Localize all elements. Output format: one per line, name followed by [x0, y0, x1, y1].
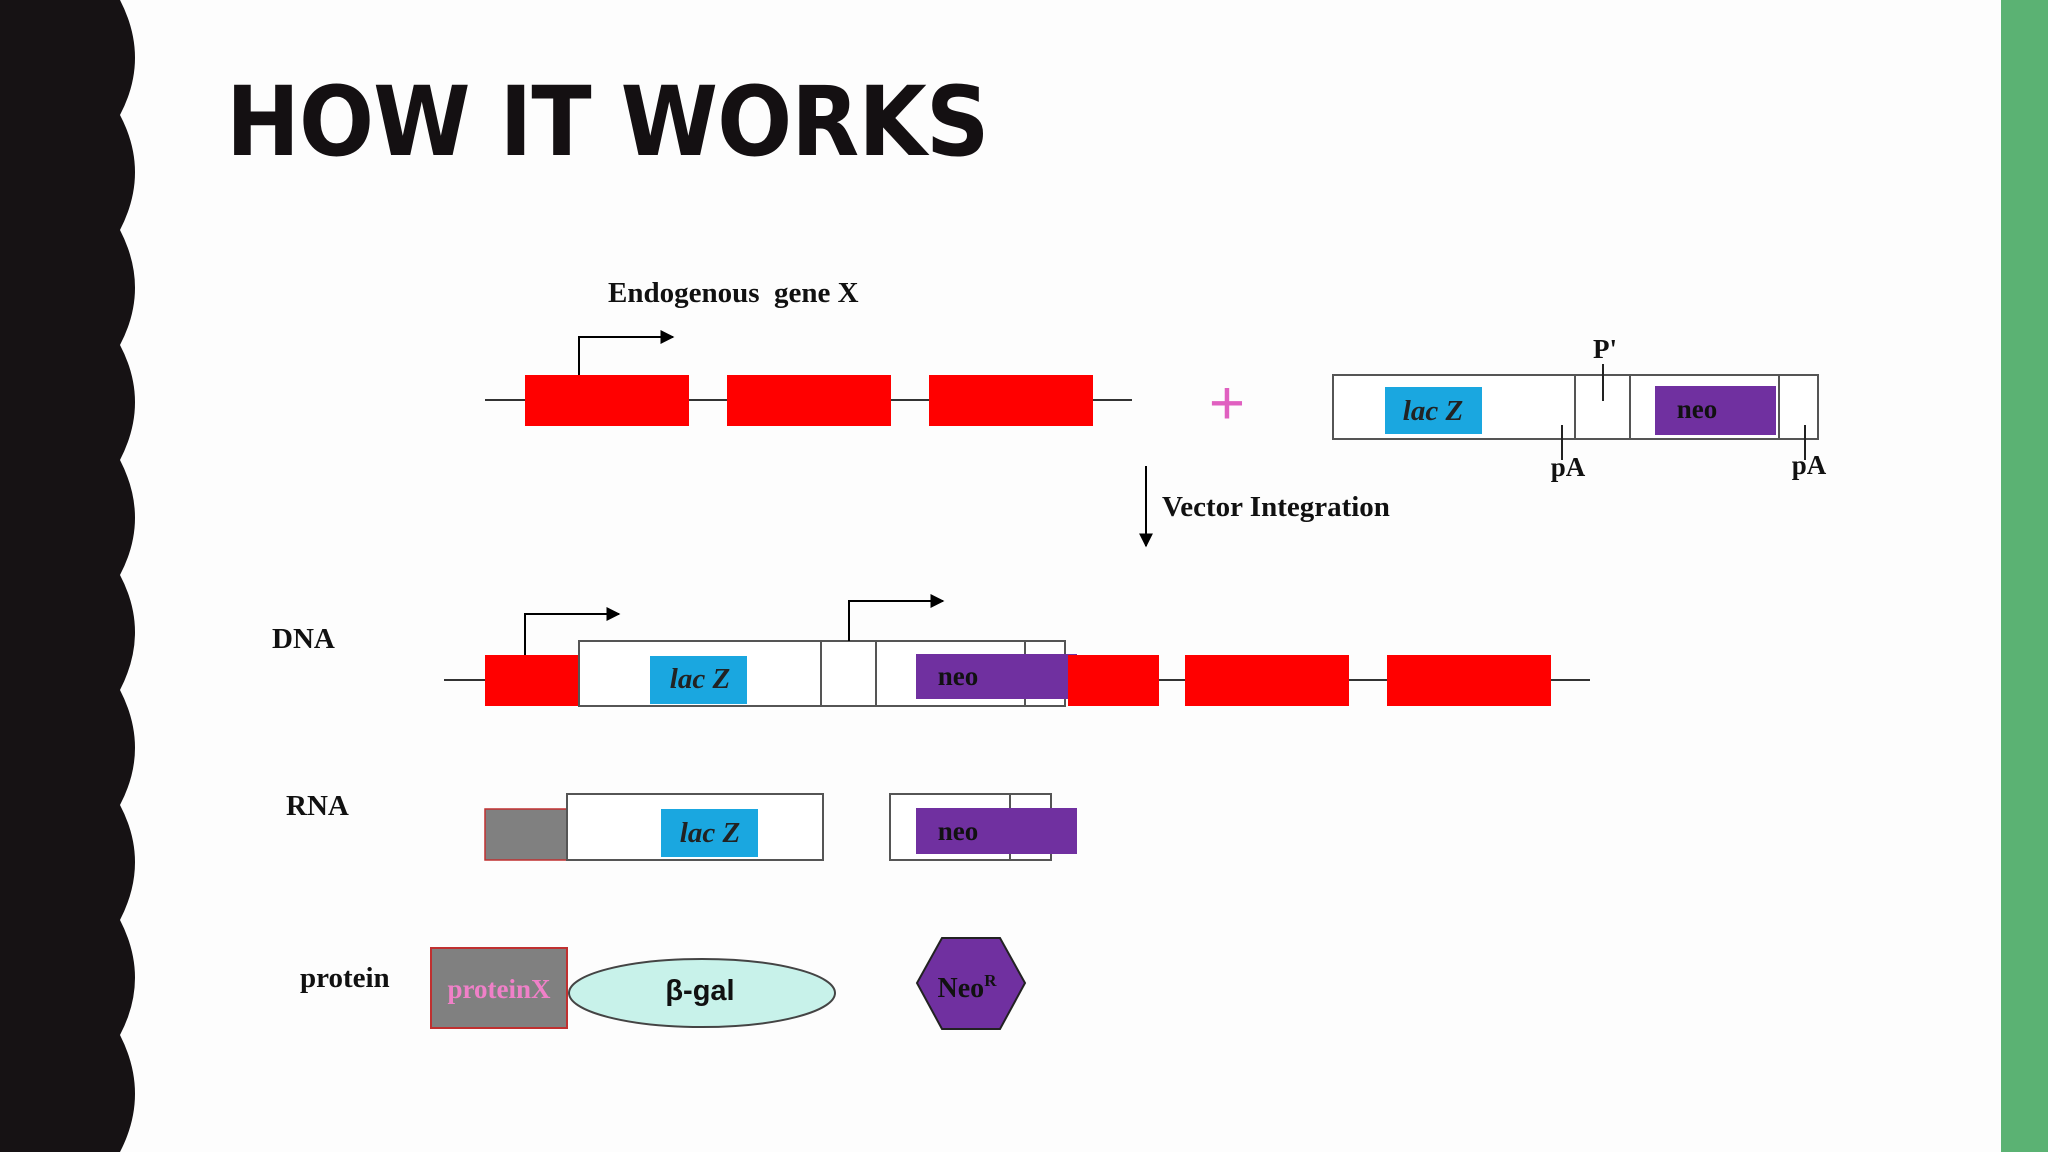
- slide-title: HOW IT WORKS: [226, 66, 989, 178]
- pa-label-2: pA: [1792, 450, 1827, 480]
- rna-gray-segment: [484, 808, 568, 861]
- vector-lacz-label: lac Z: [1403, 395, 1463, 427]
- plus-sign: +: [1209, 369, 1245, 438]
- beta-gal-ellipse: [568, 958, 836, 1028]
- rna-lacz-box: [661, 809, 758, 857]
- protein-products: proteinX β-gal NeoR: [430, 937, 1027, 1030]
- exon-3: [929, 375, 1093, 426]
- rna-lacz-label: lac Z: [680, 817, 740, 849]
- vector-neo-box: [1655, 386, 1776, 435]
- beta-gal-label: β-gal: [665, 975, 734, 1007]
- neo-r-label: NeoR: [938, 971, 998, 1004]
- endogenous-gene: Endogenous gene X: [485, 277, 1132, 426]
- row-label-dna: DNA: [272, 623, 335, 655]
- dna-neo-label: neo: [938, 661, 979, 691]
- exon-1: [525, 375, 689, 426]
- integration-label: Vector Integration: [1162, 491, 1390, 523]
- dna-exon-1: [485, 655, 579, 706]
- row-label-rna: RNA: [286, 790, 349, 822]
- dna-transcription-arrow-1: [524, 607, 621, 655]
- dna-transcription-arrow-2: [848, 594, 945, 641]
- neo-r-hexagon: [915, 937, 1027, 1030]
- rna-neo-label: neo: [938, 816, 979, 846]
- dna-exon-2: [1068, 655, 1159, 706]
- row-label-protein: protein: [300, 962, 390, 994]
- dna-construct: lac Z neo: [444, 594, 1590, 707]
- rna-neo-box: [916, 808, 1077, 854]
- wavy-left-band: [0, 0, 135, 1152]
- promoter-label: P': [1593, 334, 1617, 364]
- pa-label-1: pA: [1551, 452, 1586, 482]
- vector-lacz-box: [1385, 387, 1482, 434]
- dna-exon-3: [1185, 655, 1349, 706]
- dna-lacz-box: [650, 656, 747, 704]
- dna-neo-box: [916, 654, 1077, 699]
- trap-vector: lac Z neo P' pA pA: [1332, 334, 1827, 482]
- dna-exon-4: [1387, 655, 1551, 706]
- right-accent-band: [2001, 0, 2048, 1152]
- vector-neo-label: neo: [1677, 394, 1718, 424]
- dna-lacz-label: lac Z: [670, 663, 730, 695]
- exon-2: [727, 375, 891, 426]
- protein-x-box: [430, 947, 568, 1029]
- protein-x-label: proteinX: [447, 974, 551, 1004]
- gene-label: Endogenous gene X: [608, 277, 859, 309]
- rna-construct: lac Z neo: [484, 793, 1077, 861]
- transcription-start-arrow: [578, 330, 675, 375]
